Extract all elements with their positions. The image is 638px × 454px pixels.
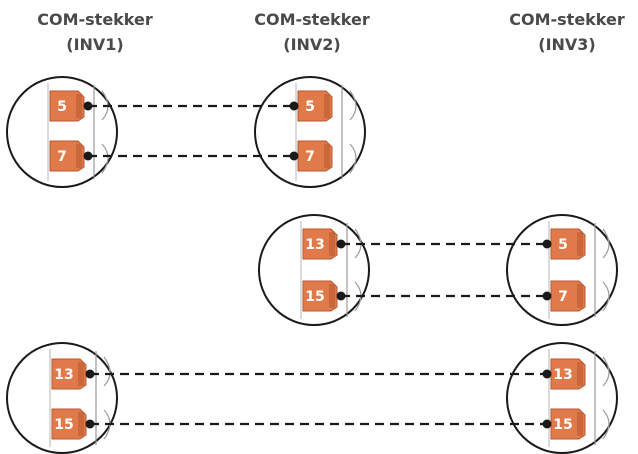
wire-endpoint-dot xyxy=(542,239,552,249)
wire-endpoint-dot xyxy=(289,151,299,161)
wire-endpoint-dot xyxy=(336,239,346,249)
pin-terminal: 5 xyxy=(49,90,85,122)
connector-housing-latch xyxy=(349,90,357,174)
column-title-inv1: COM-stekker (INV1) xyxy=(20,7,170,57)
pin-contact xyxy=(577,412,583,436)
pin-body xyxy=(302,228,338,260)
pin-contact xyxy=(577,284,583,308)
connector-housing-latch xyxy=(602,356,610,440)
pin-body xyxy=(51,408,87,440)
pin-terminal: 13 xyxy=(550,358,586,390)
wire-endpoint-dot xyxy=(336,291,346,301)
pin-body xyxy=(550,358,586,390)
wire-connection xyxy=(83,101,299,111)
pin-number: 15 xyxy=(553,417,572,433)
pin-terminal: 13 xyxy=(51,358,87,390)
column-title-inv1-name: COM-stekker xyxy=(37,10,153,29)
pin-number: 15 xyxy=(305,289,324,305)
pin-contact xyxy=(78,362,84,386)
pin-body xyxy=(550,280,586,312)
pin-body xyxy=(49,90,85,122)
pin-terminal: 15 xyxy=(51,408,87,440)
pin-number: 13 xyxy=(553,367,572,383)
pin-terminal: 15 xyxy=(302,280,338,312)
connector-inv3-bottom: 13 15 xyxy=(506,342,618,454)
wire-endpoint-dot xyxy=(542,369,552,379)
column-title-inv2-id: (INV2) xyxy=(283,35,341,54)
pin-contact xyxy=(324,94,330,118)
connector-housing-latch xyxy=(602,228,610,312)
pin-contact xyxy=(329,232,335,256)
wire-endpoint-dot xyxy=(542,419,552,429)
pin-terminal: 7 xyxy=(49,140,85,172)
pin-body xyxy=(49,140,85,172)
pin-number: 7 xyxy=(57,149,67,165)
pin-body xyxy=(550,408,586,440)
pin-number: 5 xyxy=(57,99,67,115)
column-title-inv3: COM-stekker (INV3) xyxy=(492,7,638,57)
pin-number: 13 xyxy=(305,237,324,253)
wire-endpoint-dot xyxy=(83,101,93,111)
pin-terminal: 7 xyxy=(297,140,333,172)
wire-endpoint-dot xyxy=(85,419,95,429)
pin-number: 5 xyxy=(558,237,568,253)
column-title-inv3-name: COM-stekker xyxy=(509,10,625,29)
pin-number: 7 xyxy=(305,149,315,165)
connector-inv3-middle: 57 xyxy=(506,214,618,326)
wire-endpoint-dot xyxy=(542,291,552,301)
wire-connection xyxy=(83,151,299,161)
wire-connection xyxy=(85,369,552,379)
pin-terminal: 5 xyxy=(297,90,333,122)
connector-outline xyxy=(254,76,366,188)
pin-body xyxy=(550,228,586,260)
pin-contact xyxy=(577,362,583,386)
connector-inv1-top: 57 xyxy=(6,76,118,188)
connector-inv1-bottom: 13 15 xyxy=(6,342,118,454)
pin-contact xyxy=(76,94,82,118)
pin-contact xyxy=(329,284,335,308)
wire-endpoint-dot xyxy=(289,101,299,111)
column-title-inv2: COM-stekker (INV2) xyxy=(237,7,387,57)
connector-inv2-top: 57 xyxy=(254,76,366,188)
column-title-inv3-id: (INV3) xyxy=(538,35,596,54)
connector-inv2-bottom: 13 15 xyxy=(258,214,370,326)
pin-terminal: 13 xyxy=(302,228,338,260)
pin-contact xyxy=(76,144,82,168)
pin-terminal: 7 xyxy=(550,280,586,312)
pin-body xyxy=(297,90,333,122)
pin-body xyxy=(297,140,333,172)
pin-number: 13 xyxy=(54,367,73,383)
pin-body xyxy=(51,358,87,390)
connector-outline xyxy=(506,342,618,454)
pin-contact xyxy=(324,144,330,168)
wire-connection xyxy=(85,419,552,429)
wire-endpoint-dot xyxy=(83,151,93,161)
pin-terminal: 5 xyxy=(550,228,586,260)
pin-number: 7 xyxy=(558,289,568,305)
pin-contact xyxy=(78,412,84,436)
wire-endpoint-dot xyxy=(85,369,95,379)
pin-terminal: 15 xyxy=(550,408,586,440)
connector-outline xyxy=(506,214,618,326)
column-title-inv2-name: COM-stekker xyxy=(254,10,370,29)
wire-connection xyxy=(336,291,552,301)
pin-number: 15 xyxy=(54,417,73,433)
column-title-inv1-id: (INV1) xyxy=(66,35,124,54)
pin-contact xyxy=(577,232,583,256)
pin-number: 5 xyxy=(305,99,315,115)
pin-body xyxy=(302,280,338,312)
wire-connection xyxy=(336,239,552,249)
